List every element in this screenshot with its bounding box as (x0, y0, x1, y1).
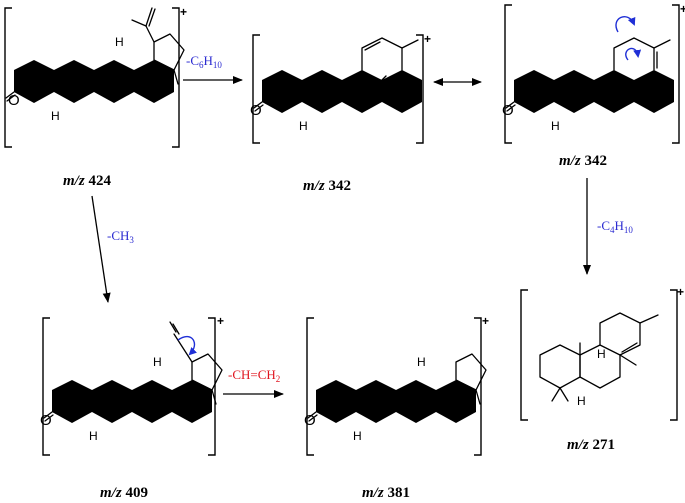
h-label: H (51, 109, 60, 123)
h-label: H (115, 35, 124, 49)
h-label: H (551, 119, 560, 133)
bracket-left (306, 317, 314, 456)
bracket-right (474, 317, 482, 456)
bracket-right (172, 7, 180, 148)
h-label: H (115, 84, 124, 98)
mz-label-424: m/z 424 (63, 173, 111, 189)
loss-label-ethene: -CH=CH2 (228, 367, 280, 384)
charge-sign: + (677, 285, 684, 299)
ion-271: H H + m/z 271 (520, 285, 684, 453)
ion-381: H H H H O + m/z 381 (304, 314, 489, 501)
molecule-271: H H (539, 312, 659, 408)
bracket-right (672, 4, 680, 144)
h-label: H (575, 94, 584, 108)
molecule-424: H H H H (5, 7, 185, 123)
bracket-left (520, 289, 528, 421)
bracket-left (42, 317, 50, 456)
loss-label-c6h10: -C6H10 (186, 53, 222, 70)
h-label: H (597, 347, 606, 361)
loss-label-ch3: -CH3 (107, 228, 134, 245)
bracket-left (4, 7, 12, 148)
electron-arrow (177, 335, 198, 356)
h-label: H (353, 429, 362, 443)
h-label: H (153, 355, 162, 369)
oxygen-label: O (40, 412, 52, 429)
h-label: H (417, 355, 426, 369)
mz-label-342a: m/z 342 (303, 178, 351, 194)
h-label: H (113, 404, 122, 418)
charge-sign: + (180, 5, 187, 19)
ion-409: H H H H O + m/z 409 (40, 314, 224, 501)
h-label: H (377, 404, 386, 418)
oxygen-label: O (250, 102, 262, 119)
arrow-424-to-342: -C6H10 (183, 53, 243, 84)
bracket-left (504, 4, 512, 144)
charge-sign: + (482, 314, 489, 328)
charge-sign: + (424, 32, 431, 46)
h-label: H (417, 404, 426, 418)
bracket-right (670, 289, 678, 421)
h-label: H (75, 84, 84, 98)
oxygen-label: O (8, 92, 20, 109)
charge-sign: + (217, 314, 224, 328)
h-label: H (577, 394, 586, 408)
molecule-342a: H H H (253, 37, 422, 133)
h-label: H (299, 119, 308, 133)
h-label: H (323, 94, 332, 108)
h-label: H (363, 94, 372, 108)
bracket-left (252, 34, 260, 144)
loss-label-c4h10: -C4H10 (597, 218, 633, 235)
electron-arrow (615, 15, 636, 33)
molecule-381: H H H H (307, 353, 487, 443)
arrow-342-to-271: -C4H10 (583, 178, 633, 275)
oxygen-label: O (304, 412, 316, 429)
bracket-right (416, 34, 424, 144)
ion-424: H H H H O + m/z 424 (4, 5, 187, 189)
arrow-424-to-409: -CH3 (91, 195, 134, 303)
ion-342b: H H H O + m/z 342 (502, 2, 685, 169)
oxygen-label: O (502, 102, 514, 119)
molecule-342b: H H H (505, 37, 674, 133)
mz-label-342b: m/z 342 (559, 153, 607, 169)
h-label: H (153, 404, 162, 418)
h-label: H (89, 429, 98, 443)
charge-sign: + (680, 2, 685, 16)
molecule-409: H H H H (43, 321, 223, 443)
mz-label-381: m/z 381 (362, 485, 410, 501)
h-label: H (615, 94, 624, 108)
mz-label-271: m/z 271 (567, 437, 615, 453)
arrow-409-to-381: -CH=CH2 (223, 367, 284, 398)
ion-342a: H H H O + m/z 342 (250, 32, 431, 194)
mz-label-409: m/z 409 (100, 485, 148, 501)
electron-arrow (625, 47, 642, 61)
bracket-right (208, 317, 216, 456)
